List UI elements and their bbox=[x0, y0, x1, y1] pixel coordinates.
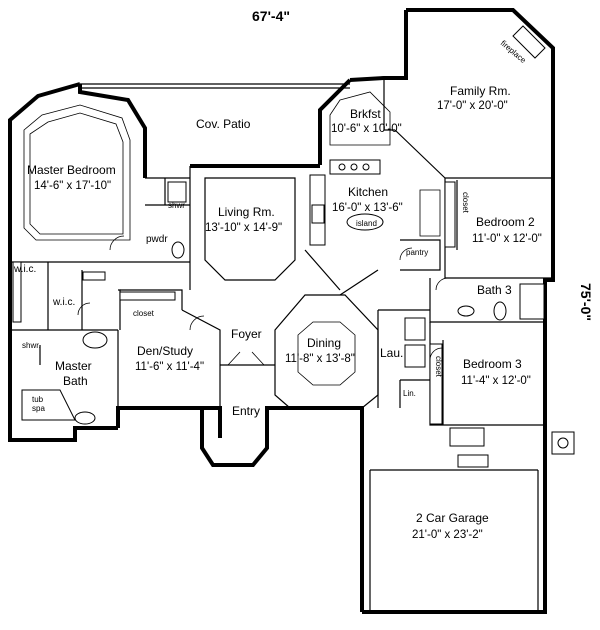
living-name: Living Rm. bbox=[218, 205, 275, 219]
brkfst-name: Brkfst bbox=[350, 107, 381, 121]
master-bedroom-name: Master Bedroom bbox=[27, 163, 116, 177]
patio-name: Cov. Patio bbox=[196, 117, 251, 131]
bedroom2-size: 11'-0" x 12'-0" bbox=[472, 233, 542, 245]
closet-label: closet bbox=[133, 309, 155, 318]
living-size: 13'-10" x 14'-9" bbox=[205, 222, 282, 234]
kitchen-size: 16'-0" x 13'-6" bbox=[332, 202, 403, 214]
bedroom3-name: Bedroom 3 bbox=[463, 357, 522, 371]
closet-b3-label: closet bbox=[434, 356, 443, 378]
tub-label: tub bbox=[32, 395, 44, 404]
interior-walls bbox=[10, 78, 553, 612]
family-name: Family Rm. bbox=[450, 84, 511, 98]
closet-b2-label: closet bbox=[461, 192, 470, 214]
shwr-master-label: shwr. bbox=[22, 341, 41, 350]
overall-depth: 75'-0" bbox=[578, 283, 594, 321]
master-bath-name2: Bath bbox=[63, 374, 88, 388]
kitchen-name: Kitchen bbox=[348, 185, 388, 199]
garage-size: 21'-0" x 23'-2" bbox=[412, 529, 483, 541]
dining-name: Dining bbox=[307, 336, 341, 350]
pantry-label: pantry bbox=[406, 248, 428, 257]
lin-label: Lin. bbox=[403, 389, 416, 398]
foyer-name: Foyer bbox=[231, 327, 262, 341]
island-label: island bbox=[356, 219, 377, 228]
pwdr-label: pwdr bbox=[146, 234, 168, 245]
spa-label: spa bbox=[32, 404, 45, 413]
wic-right-label: w.i.c. bbox=[52, 297, 75, 308]
brkfst-size: 10'-6" x 10'-0" bbox=[331, 123, 402, 135]
overall-width: 67'-4" bbox=[252, 8, 290, 24]
lau-name: Lau. bbox=[380, 346, 403, 360]
den-size: 11'-6" x 11'-4" bbox=[135, 361, 204, 373]
shwr-small-label: shwr bbox=[168, 201, 185, 210]
garage-name: 2 Car Garage bbox=[416, 511, 489, 525]
family-size: 17'-0" x 20'-0" bbox=[437, 100, 508, 112]
dining-size: 11'-8" x 13'-8" bbox=[285, 353, 355, 365]
bath3-name: Bath 3 bbox=[477, 283, 512, 297]
bedroom3-size: 11'-4" x 12'-0" bbox=[461, 375, 531, 387]
bedroom2-name: Bedroom 2 bbox=[476, 215, 535, 229]
master-bedroom-size: 14'-6" x 17'-10" bbox=[34, 180, 111, 192]
master-bath-name: Master bbox=[55, 359, 92, 373]
wic-left-label: w.i.c. bbox=[13, 264, 36, 275]
entry-name: Entry bbox=[232, 404, 260, 418]
den-name: Den/Study bbox=[137, 344, 193, 358]
fixtures bbox=[12, 25, 575, 468]
